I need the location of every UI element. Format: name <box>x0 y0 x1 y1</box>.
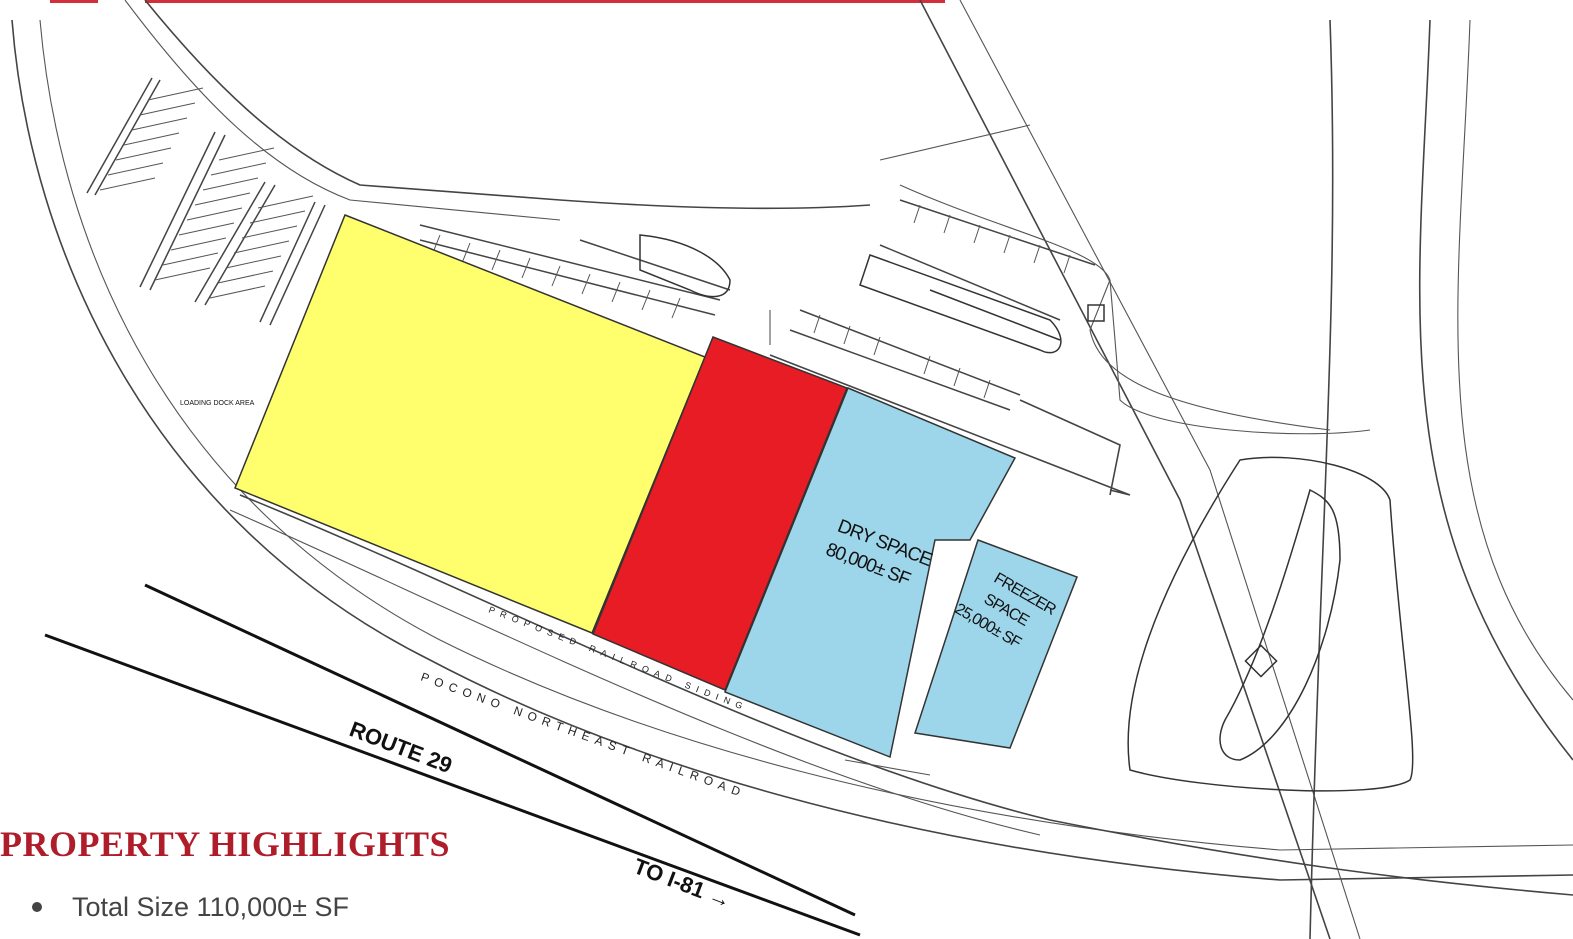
planted-islands <box>639 234 1414 792</box>
top-bar-main <box>145 0 945 3</box>
bullet-icon <box>32 902 42 912</box>
property-highlights-section: PROPERTY HIGHLIGHTS Total Size 110,000± … <box>0 820 700 922</box>
top-bar-left <box>50 0 98 3</box>
access-roads <box>11 0 1573 939</box>
parking-hatch <box>99 87 1071 399</box>
highlight-text: Total Size 110,000± SF <box>72 892 349 922</box>
dry-space-area <box>724 387 1017 759</box>
building-outline <box>769 310 1131 776</box>
warehouse-area-red <box>592 336 848 691</box>
freezer-space-area <box>914 539 1078 749</box>
warehouse-area-yellow <box>234 214 706 634</box>
loading-dock-note: LOADING DOCK AREA <box>180 400 255 407</box>
property-highlights-title: PROPERTY HIGHLIGHTS <box>0 824 450 864</box>
parking-rows <box>86 77 1096 411</box>
route-29-label: ROUTE 29 <box>346 716 455 778</box>
highlight-total-size: Total Size 110,000± SF <box>0 892 700 922</box>
railroad-tracks <box>229 494 1573 896</box>
highlights-list: Total Size 110,000± SF <box>0 892 700 922</box>
route-29-lines <box>44 583 861 937</box>
